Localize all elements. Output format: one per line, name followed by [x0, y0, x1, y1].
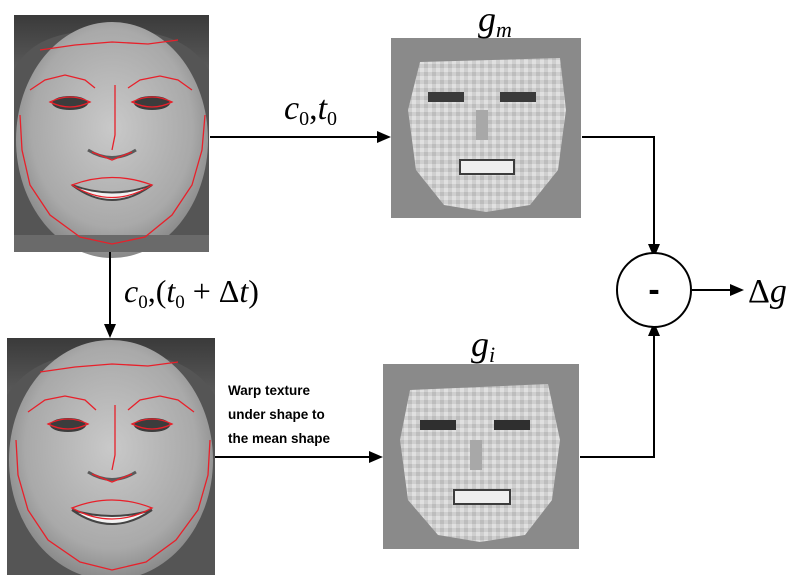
- line-gm-to-subtract: [582, 136, 660, 258]
- landmark-overlay-top: [19, 39, 206, 245]
- warp-note-line-1: Warp texture: [228, 383, 311, 398]
- arrow-to-gi: [215, 451, 383, 463]
- minus-symbol: -: [648, 271, 659, 309]
- label-params-top: c0,t0: [284, 90, 337, 130]
- subtract-node: -: [616, 252, 692, 328]
- face-photo-bottom: [7, 338, 215, 575]
- label-output-delta-g: Δg: [748, 273, 787, 310]
- label-gi: gi: [471, 324, 495, 367]
- landmark-overlay-bottom: [15, 361, 211, 571]
- warp-note-line-2: under shape to: [228, 407, 325, 422]
- arrow-to-gm: [210, 131, 391, 143]
- arrow-to-output: [692, 284, 744, 296]
- texture-image-gm: [391, 38, 581, 218]
- warp-texture-note: Warp texture under shape to the mean sha…: [228, 383, 331, 446]
- line-gi-to-subtract: [580, 322, 660, 458]
- label-params-side: c0,(t0+Δt): [124, 273, 259, 313]
- texture-image-gi: [383, 364, 579, 549]
- face-photo-top: [14, 15, 209, 258]
- label-gm: gm: [478, 0, 512, 42]
- warp-note-line-3: the mean shape: [228, 431, 331, 446]
- arrow-down-to-bottom-photo: [104, 252, 116, 338]
